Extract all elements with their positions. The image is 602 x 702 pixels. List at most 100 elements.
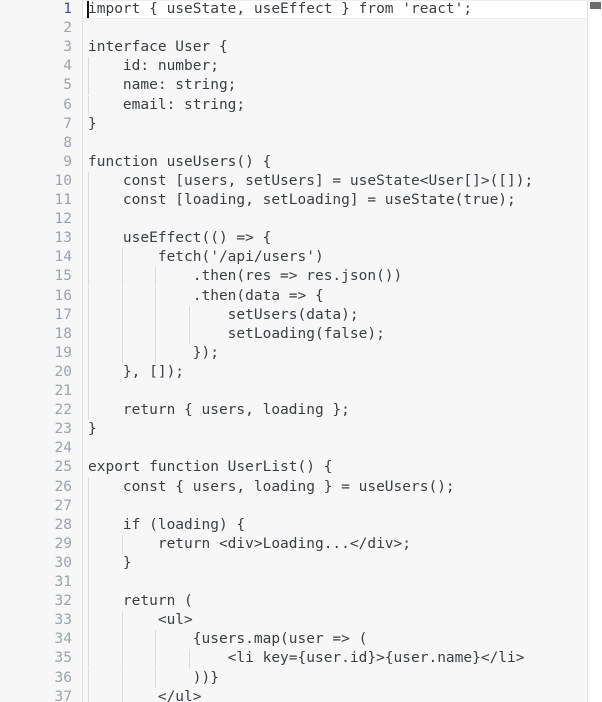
code-line-text[interactable]: ))}: [88, 669, 219, 686]
code-line-row[interactable]: [0, 229, 602, 249]
indent-guide: [155, 305, 157, 325]
code-line-row[interactable]: [0, 305, 602, 325]
code-line-row[interactable]: [0, 611, 602, 631]
indent-guide: [121, 286, 123, 306]
code-line-row[interactable]: [0, 248, 602, 268]
indent-guide: [121, 305, 123, 325]
indent-guide: [88, 611, 89, 631]
code-line-row[interactable]: [0, 267, 602, 287]
code-line-row[interactable]: [0, 133, 602, 153]
code-line-text[interactable]: setLoading(false);: [88, 325, 385, 342]
code-line-row[interactable]: [0, 592, 602, 612]
code-line-text[interactable]: import { useState, useEffect } from 'rea…: [88, 1, 473, 17]
indent-guide: [88, 534, 89, 554]
code-line-row[interactable]: [0, 38, 602, 58]
indent-guide: [188, 305, 190, 325]
code-line-text[interactable]: fetch('/api/users'): [88, 249, 324, 266]
vertical-scrollbar-thumb[interactable]: [590, 2, 601, 9]
code-line-text[interactable]: <ul>: [88, 612, 193, 629]
code-line-row[interactable]: [0, 687, 602, 702]
code-line-row[interactable]: [0, 573, 602, 593]
indent-guide: [88, 668, 89, 688]
indent-guide: [88, 649, 89, 669]
code-line-row[interactable]: [0, 553, 602, 573]
code-line-row[interactable]: [0, 210, 602, 230]
code-line-row[interactable]: [0, 95, 602, 115]
code-line-row[interactable]: [0, 477, 602, 497]
code-line-text[interactable]: const [loading, setLoading] = useState(t…: [88, 192, 516, 208]
code-line-text[interactable]: return (: [88, 593, 193, 610]
indent-guide: [88, 382, 89, 402]
code-line-row[interactable]: [0, 630, 602, 650]
code-line-row[interactable]: [0, 496, 602, 516]
code-line-text[interactable]: }: [88, 554, 132, 571]
code-line-text[interactable]: name: string;: [88, 77, 237, 94]
code-line-row[interactable]: [0, 534, 602, 554]
code-line-row[interactable]: [0, 515, 602, 535]
code-line-text[interactable]: return <div>Loading...</div>;: [88, 535, 412, 552]
indent-guide: [88, 477, 89, 497]
code-line-row[interactable]: [0, 19, 602, 39]
indent-guide: [88, 687, 89, 702]
indent-guide: [88, 248, 89, 268]
indent-guide: [88, 553, 89, 573]
code-line-text[interactable]: if (loading) {: [88, 516, 246, 533]
indent-guide: [88, 305, 89, 325]
code-line-row[interactable]: [0, 76, 602, 96]
code-line-row[interactable]: [0, 191, 602, 211]
code-line-row[interactable]: [0, 286, 602, 306]
code-line-row[interactable]: [0, 458, 602, 478]
code-line-text[interactable]: export function UserList() {: [88, 459, 333, 476]
code-line-text[interactable]: const [users, setUsers] = useState<User[…: [88, 172, 534, 189]
indent-guide: [121, 630, 123, 650]
code-line-text[interactable]: function useUsers() {: [88, 153, 272, 170]
code-line-row[interactable]: [0, 362, 602, 382]
code-line-row[interactable]: [0, 401, 602, 421]
code-line-text[interactable]: }, []);: [88, 363, 185, 380]
indent-guide: [88, 573, 89, 593]
scrollbar-top-corner: [588, 0, 602, 2]
code-line-text[interactable]: interface User {: [88, 39, 228, 56]
indent-guide: [188, 649, 190, 669]
code-line-row[interactable]: [0, 171, 602, 191]
indent-guide: [88, 362, 89, 382]
indent-guide: [155, 649, 157, 669]
code-line-text[interactable]: email: string;: [88, 96, 246, 113]
code-line-text[interactable]: });: [88, 344, 219, 361]
code-line-row[interactable]: [0, 152, 602, 172]
indent-guide: [88, 171, 89, 191]
code-line-row[interactable]: [0, 420, 602, 440]
indent-guide: [121, 324, 123, 344]
code-line-row[interactable]: [0, 324, 602, 344]
vertical-scrollbar[interactable]: [587, 0, 602, 702]
code-line-text[interactable]: {users.map(user => (: [88, 631, 368, 648]
code-line-text[interactable]: setUsers(data);: [88, 306, 359, 323]
code-line-row[interactable]: [0, 439, 602, 459]
code-line-text[interactable]: }: [88, 421, 97, 438]
code-line-row[interactable]: [0, 649, 602, 669]
code-line-row[interactable]: [0, 57, 602, 77]
code-line-text[interactable]: .then(res => res.json()): [88, 268, 403, 285]
indent-guide: [88, 76, 89, 96]
indent-guide: [88, 630, 89, 650]
code-line-row[interactable]: [0, 668, 602, 688]
code-line-text[interactable]: useEffect(() => {: [88, 230, 272, 247]
indent-guide: [121, 534, 123, 554]
indent-guide: [88, 95, 89, 115]
code-line-text[interactable]: }: [88, 115, 97, 132]
code-line-text[interactable]: id: number;: [88, 58, 219, 75]
indent-guide: [121, 668, 123, 688]
code-line-row[interactable]: [0, 343, 602, 363]
indent-guide: [155, 630, 157, 650]
code-line-row[interactable]: [0, 114, 602, 134]
code-line-text[interactable]: <li key={user.id}>{user.name}</li>: [88, 650, 525, 667]
indent-guide: [121, 687, 123, 702]
code-line-row[interactable]: [0, 382, 602, 402]
code-line-text[interactable]: </ul>: [88, 688, 202, 702]
code-line-row-active[interactable]: [0, 0, 602, 20]
code-line-text[interactable]: const { users, loading } = useUsers();: [88, 478, 455, 495]
code-line-text[interactable]: return { users, loading };: [88, 402, 350, 419]
code-line-text[interactable]: .then(data => {: [88, 287, 324, 304]
